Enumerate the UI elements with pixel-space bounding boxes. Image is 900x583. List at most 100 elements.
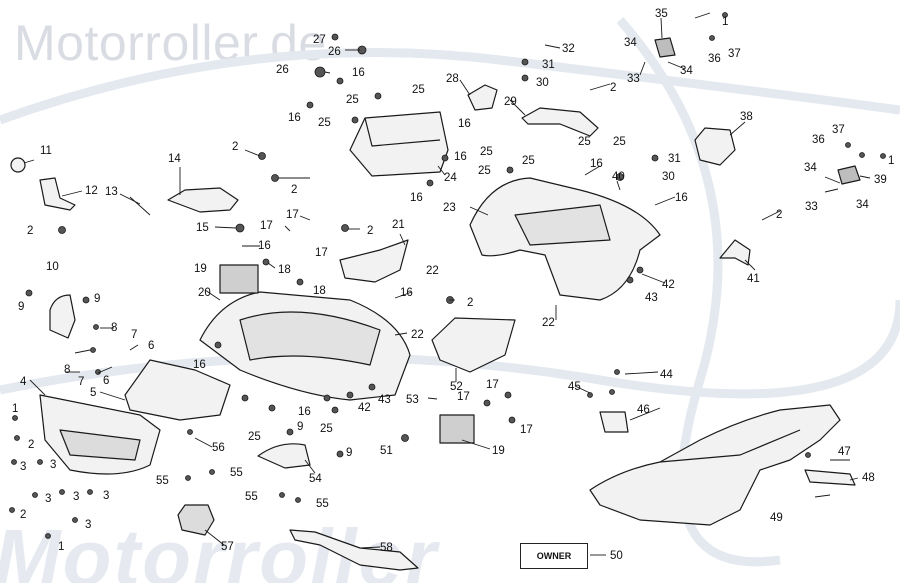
part-10-headlight [49, 294, 76, 339]
label-2: 2 [367, 225, 373, 237]
label-16: 16 [590, 158, 603, 170]
label-16: 16 [454, 151, 467, 163]
label-26: 26 [276, 64, 289, 76]
label-12: 12 [85, 185, 98, 197]
label-2: 2 [291, 184, 297, 196]
label-52: 52 [450, 381, 463, 393]
label-16: 16 [193, 359, 206, 371]
label-53: 53 [406, 394, 419, 406]
label-27: 27 [313, 34, 326, 46]
label-39: 39 [874, 174, 887, 186]
label-35: 35 [655, 8, 668, 20]
label-49: 49 [770, 512, 783, 524]
part-54-headlight [257, 443, 311, 469]
label-16: 16 [458, 118, 471, 130]
label-54: 54 [309, 473, 322, 485]
label-33: 33 [627, 73, 640, 85]
part-11-bumper-stop [10, 157, 26, 173]
label-50: 50 [610, 550, 623, 562]
label-3: 3 [50, 459, 56, 471]
label-25: 25 [480, 146, 493, 158]
label-16: 16 [352, 67, 365, 79]
part-58-bracket [289, 529, 419, 571]
label-18: 18 [278, 264, 291, 276]
label-31: 31 [542, 59, 555, 71]
label-18: 18 [313, 285, 326, 297]
label-32: 32 [562, 43, 575, 55]
label-2: 2 [610, 82, 616, 94]
label-25: 25 [522, 155, 535, 167]
label-17: 17 [520, 424, 533, 436]
label-17: 17 [260, 220, 273, 232]
label-31: 31 [668, 153, 681, 165]
label-57: 57 [221, 541, 234, 553]
label-34: 34 [680, 65, 693, 77]
label-1: 1 [722, 16, 728, 28]
label-56: 56 [212, 442, 225, 454]
label-8: 8 [111, 322, 117, 334]
label-22: 22 [411, 329, 424, 341]
label-29: 29 [504, 96, 517, 108]
owner-manual-label: OWNER [520, 543, 588, 569]
label-2: 2 [28, 439, 34, 451]
label-51: 51 [380, 445, 393, 457]
part-21-side-panel [339, 239, 409, 283]
label-42: 42 [662, 279, 675, 291]
label-16: 16 [258, 240, 271, 252]
label-16: 16 [410, 192, 423, 204]
label-14: 14 [168, 153, 181, 165]
label-43: 43 [378, 394, 391, 406]
part-39-plate [837, 165, 861, 185]
label-55: 55 [245, 491, 258, 503]
label-46: 46 [637, 404, 650, 416]
part-labels: 1 1 1 1 2 2 2 2 2 2 2 2 2 3 3 3 3 3 3 4 … [12, 8, 894, 562]
label-9: 9 [297, 421, 303, 433]
part-14-front-cover [167, 187, 239, 213]
label-28: 28 [446, 73, 459, 85]
label-9: 9 [18, 301, 24, 313]
label-25: 25 [346, 94, 359, 106]
label-21: 21 [392, 219, 405, 231]
label-17: 17 [315, 247, 328, 259]
label-55: 55 [156, 475, 169, 487]
label-25: 25 [318, 117, 331, 129]
label-17: 17 [286, 209, 299, 221]
part-48-bracket [804, 469, 856, 486]
part-35-plate [654, 37, 676, 58]
label-34: 34 [624, 37, 637, 49]
label-3: 3 [20, 461, 26, 473]
label-30: 30 [662, 171, 675, 183]
part-19-grille-lower [439, 414, 475, 444]
label-22: 22 [426, 265, 439, 277]
part-49-seat [589, 404, 841, 526]
label-16: 16 [400, 287, 413, 299]
part-5-lower-panel [124, 359, 231, 421]
part-28-motor [467, 84, 498, 111]
label-7: 7 [78, 376, 84, 388]
small-hardware [9, 12, 886, 539]
label-43: 43 [645, 292, 658, 304]
label-45: 45 [568, 381, 581, 393]
label-25: 25 [578, 136, 591, 148]
label-42: 42 [358, 402, 371, 414]
label-17: 17 [486, 379, 499, 391]
part-46-mount [599, 411, 629, 433]
label-19: 19 [194, 263, 207, 275]
label-25: 25 [478, 165, 491, 177]
part-12-bracket [39, 177, 76, 211]
label-58: 58 [380, 542, 393, 554]
label-2: 2 [27, 225, 33, 237]
part-52-side-panel [431, 317, 516, 373]
label-36: 36 [708, 53, 721, 65]
label-9: 9 [346, 447, 352, 459]
label-24: 24 [444, 172, 457, 184]
label-33: 33 [805, 201, 818, 213]
label-6: 6 [148, 340, 154, 352]
label-25: 25 [412, 84, 425, 96]
part-38-tail-light [694, 127, 736, 166]
label-25: 25 [320, 423, 333, 435]
label-3: 3 [85, 519, 91, 531]
label-19: 19 [492, 445, 505, 457]
label-55: 55 [316, 498, 329, 510]
